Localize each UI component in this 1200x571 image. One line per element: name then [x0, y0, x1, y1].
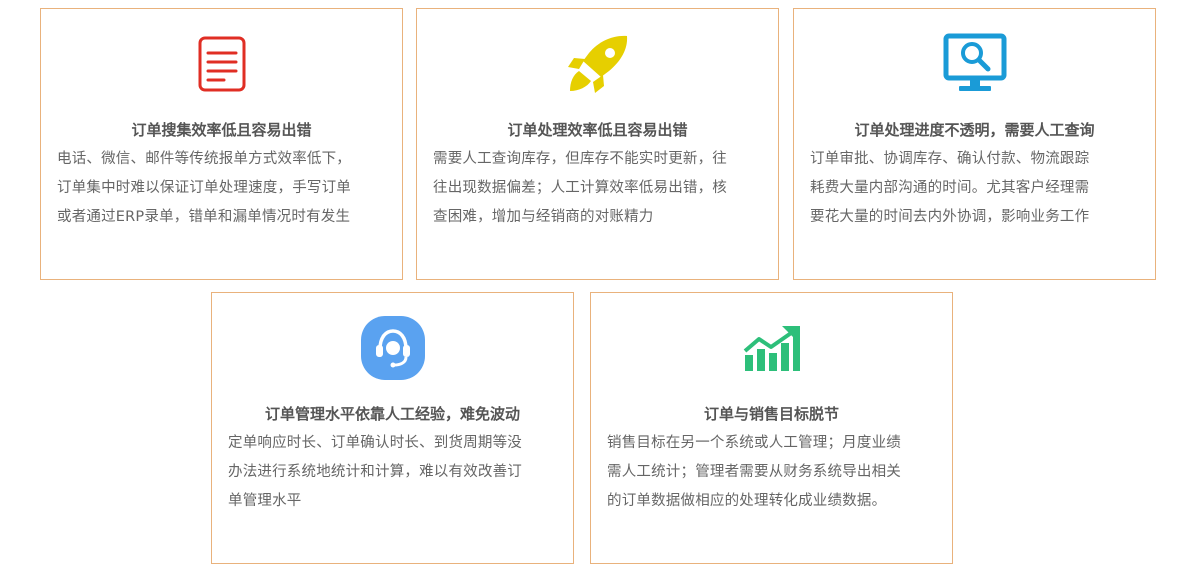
- card-title: 订单与销售目标脱节: [703, 405, 839, 423]
- card-order-collection: 订单搜集效率低且容易出错 电话、微信、邮件等传统报单方式效率低下， 订单集中时难…: [40, 8, 403, 280]
- customer-service-icon: [360, 315, 426, 381]
- card-title: 订单搜集效率低且容易出错: [131, 121, 312, 139]
- description-line: 或者通过ERP录单，错单和漏单情况时有发生: [57, 209, 351, 225]
- description-line: 定单响应时长、订单确认时长、到货周期等没: [228, 435, 522, 451]
- card-description: 电话、微信、邮件等传统报单方式效率低下， 订单集中时难以保证订单处理速度，手写订…: [57, 145, 388, 232]
- card-title: 订单处理效率低且容易出错: [507, 121, 688, 139]
- rocket-icon: [565, 31, 631, 97]
- description-line: 办法进行系统地统计和计算，难以有效改善订: [228, 464, 522, 480]
- card-title: 订单管理水平依靠人工经验，难免波动: [264, 405, 520, 423]
- description-line: 的订单数据做相应的处理转化成业绩数据。: [607, 493, 887, 509]
- description-line: 电话、微信、邮件等传统报单方式效率低下，: [57, 151, 351, 167]
- description-line: 销售目标在另一个系统或人工管理；月度业绩: [607, 435, 901, 451]
- description-line: 单管理水平: [228, 493, 302, 509]
- description-line: 耗费大量内部沟通的时间。尤其客户经理需: [810, 180, 1090, 196]
- description-line: 需人工统计；管理者需要从财务系统导出相关: [607, 464, 901, 480]
- description-line: 往出现数据偏差；人工计算效率低易出错，核: [433, 180, 727, 196]
- monitor-search-icon: [942, 31, 1008, 97]
- card-description: 销售目标在另一个系统或人工管理；月度业绩 需人工统计；管理者需要从财务系统导出相…: [607, 429, 938, 516]
- card-description: 定单响应时长、订单确认时长、到货周期等没 办法进行系统地统计和计算，难以有效改善…: [228, 429, 559, 516]
- description-line: 查困难，增加与经销商的对账精力: [433, 209, 654, 225]
- card-order-management: 订单管理水平依靠人工经验，难免波动 定单响应时长、订单确认时长、到货周期等没 办…: [211, 292, 574, 564]
- description-line: 要花大量的时间去内外协调，影响业务工作: [810, 209, 1090, 225]
- description-line: 订单审批、协调库存、确认付款、物流跟踪: [810, 151, 1090, 167]
- card-order-processing: 订单处理效率低且容易出错 需要人工查询库存，但库存不能实时更新，往 往出现数据偏…: [416, 8, 779, 280]
- card-sales-target: 订单与销售目标脱节 销售目标在另一个系统或人工管理；月度业绩 需人工统计；管理者…: [590, 292, 953, 564]
- card-order-progress: 订单处理进度不透明，需要人工查询 订单审批、协调库存、确认付款、物流跟踪 耗费大…: [793, 8, 1156, 280]
- card-title: 订单处理进度不透明，需要人工查询: [854, 121, 1095, 139]
- document-icon: [189, 31, 255, 97]
- card-description: 需要人工查询库存，但库存不能实时更新，往 往出现数据偏差；人工计算效率低易出错，…: [433, 145, 764, 232]
- card-description: 订单审批、协调库存、确认付款、物流跟踪 耗费大量内部沟通的时间。尤其客户经理需 …: [810, 145, 1141, 232]
- description-line: 需要人工查询库存，但库存不能实时更新，往: [433, 151, 727, 167]
- description-line: 订单集中时难以保证订单处理速度，手写订单: [57, 180, 351, 196]
- growth-chart-icon: [739, 315, 805, 381]
